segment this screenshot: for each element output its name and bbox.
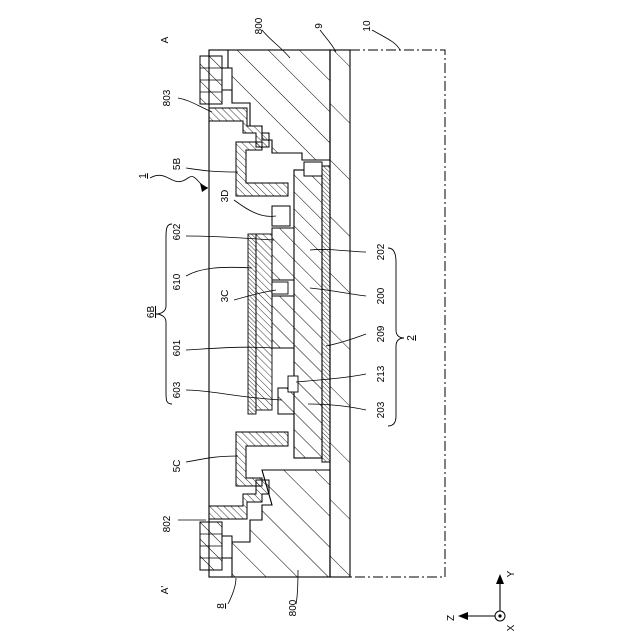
leader-8	[228, 578, 236, 604]
axis-z-label: Z	[446, 615, 457, 621]
label-1: 1	[138, 173, 149, 179]
leader-5c	[186, 456, 238, 462]
label-3d: 3D	[220, 190, 231, 203]
label-5c: 5C	[172, 460, 183, 473]
label-202: 202	[376, 243, 387, 260]
label-a-prime: A'	[160, 586, 171, 595]
axis-y-arrowhead	[496, 574, 504, 584]
label-2: 2	[406, 335, 417, 341]
electrode-602	[272, 228, 294, 280]
leader-9	[320, 30, 336, 52]
axis-indicator: Y Z X	[446, 570, 517, 631]
conductor-3c	[272, 282, 288, 294]
label-610: 610	[172, 273, 183, 290]
arrow-1-head	[200, 183, 208, 192]
label-9: 9	[314, 23, 325, 29]
bracket-2	[388, 248, 404, 426]
label-8: 8	[216, 603, 227, 609]
leader-3d	[234, 200, 276, 216]
layer-209	[322, 166, 330, 462]
chip-200	[294, 170, 322, 458]
label-803: 803	[162, 89, 173, 106]
label-3c: 3C	[220, 290, 231, 303]
label-10: 10	[362, 20, 373, 32]
layer-213	[288, 376, 298, 392]
terminal-802-cap	[222, 536, 232, 558]
label-6b: 6B	[146, 306, 157, 319]
substrate-9	[330, 50, 350, 577]
label-209: 209	[376, 325, 387, 342]
layer-610-fill	[256, 234, 272, 410]
chip-202	[304, 162, 322, 176]
label-213: 213	[376, 365, 387, 382]
leader-10	[372, 30, 400, 50]
label-601: 601	[172, 339, 183, 356]
arrow-1	[150, 175, 208, 188]
axis-x-label: X	[506, 624, 517, 631]
label-5b: 5B	[172, 158, 183, 171]
label-203: 203	[376, 401, 387, 418]
label-a: A	[160, 36, 171, 43]
bracket-6b	[156, 224, 172, 404]
label-200: 200	[376, 287, 387, 304]
layer-10-outline	[350, 50, 445, 577]
axis-x-dot	[498, 614, 501, 617]
label-800-bottom: 800	[288, 599, 299, 616]
electrode-601	[272, 296, 294, 348]
leader-610	[186, 267, 252, 276]
layer-610	[248, 234, 256, 414]
axis-y-label: Y	[506, 570, 517, 577]
terminal-803-cap	[222, 68, 232, 90]
label-800-top: 800	[254, 17, 265, 34]
label-802: 802	[162, 515, 173, 532]
label-602: 602	[172, 223, 183, 240]
axis-z-arrowhead	[458, 612, 468, 620]
leader-5b	[186, 168, 238, 172]
label-603: 603	[172, 381, 183, 398]
